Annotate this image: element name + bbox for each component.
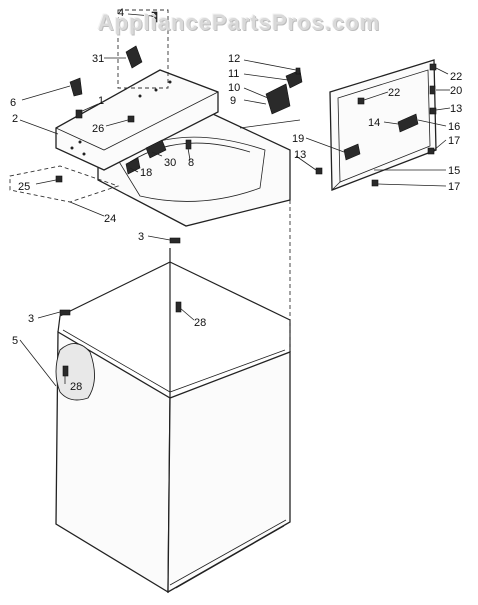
cabinet-back-top-edge bbox=[169, 261, 291, 352]
callout-labels: 4 31 6 1 2 26 25 18 30 8 24 12 11 10 9 2… bbox=[10, 7, 462, 393]
screw-part-20 bbox=[429, 85, 436, 95]
watermark: AppliancePartsPros.com bbox=[97, 10, 381, 35]
callout-30: 30 bbox=[164, 157, 176, 169]
clamp-part-30 bbox=[145, 139, 167, 159]
cabinet bbox=[55, 200, 291, 594]
screw-part-17b bbox=[371, 179, 379, 187]
screw-28-cutaway bbox=[62, 365, 69, 384]
cabinet-side-panel bbox=[167, 351, 291, 594]
callout-5: 5 bbox=[12, 335, 18, 347]
clip-part-3a bbox=[169, 237, 181, 244]
screw-part-8 bbox=[185, 139, 192, 150]
callout-22-right: 22 bbox=[450, 71, 462, 83]
screw-part-26 bbox=[127, 115, 135, 123]
callout-9: 9 bbox=[230, 95, 236, 107]
callout-28-cutaway: 28 bbox=[70, 381, 82, 393]
screw-part-1 bbox=[75, 109, 83, 119]
callout-4: 4 bbox=[118, 7, 124, 19]
screw-part-17a bbox=[427, 147, 435, 155]
callout-20: 20 bbox=[450, 85, 462, 97]
callout-3-top: 3 bbox=[138, 231, 144, 243]
callout-15: 15 bbox=[448, 165, 460, 177]
callout-13-left: 13 bbox=[294, 149, 306, 161]
screw-part-28 bbox=[175, 301, 182, 313]
callout-17-top: 17 bbox=[448, 135, 460, 147]
callout-6: 6 bbox=[10, 97, 16, 109]
screw-part-22b bbox=[429, 63, 437, 71]
callout-8: 8 bbox=[188, 157, 194, 169]
screw-part-13a bbox=[429, 107, 437, 115]
lid-panel bbox=[329, 59, 437, 191]
callout-12: 12 bbox=[228, 53, 240, 65]
callout-17-bottom: 17 bbox=[448, 181, 460, 193]
cutaway-view bbox=[55, 343, 95, 401]
leader-lines bbox=[19, 13, 451, 387]
screw-part-22a bbox=[357, 97, 365, 105]
hinge-part-14 bbox=[397, 113, 419, 133]
lid-inner-frame bbox=[337, 69, 431, 183]
callout-13-top: 13 bbox=[450, 103, 462, 115]
cabinet-toe-kick bbox=[169, 519, 287, 589]
callout-1: 1 bbox=[98, 95, 104, 107]
group-box-31 bbox=[117, 9, 169, 89]
lid bbox=[329, 59, 437, 191]
console-fold-line bbox=[55, 91, 219, 151]
callout-2: 2 bbox=[12, 113, 18, 125]
callout-11: 11 bbox=[228, 68, 239, 80]
small-parts bbox=[55, 11, 437, 316]
bracket-part-11 bbox=[285, 69, 303, 89]
hinge-part-19 bbox=[343, 143, 361, 161]
top-assembly bbox=[55, 69, 301, 227]
part-18 bbox=[125, 157, 141, 175]
hinge-rod bbox=[239, 119, 301, 129]
cabinet-back-left-edge bbox=[57, 248, 171, 333]
screw-part-13b bbox=[315, 167, 323, 175]
nut-part-25 bbox=[55, 175, 63, 183]
console-backsplash bbox=[55, 69, 219, 171]
callout-10: 10 bbox=[228, 82, 240, 94]
callout-24: 24 bbox=[104, 213, 116, 225]
screw-part-12 bbox=[295, 67, 301, 75]
callout-3-bottom: 3 bbox=[28, 313, 34, 325]
group-box-25 bbox=[9, 165, 120, 203]
switch-part-31 bbox=[125, 45, 143, 69]
screw-part-4 bbox=[151, 11, 158, 23]
cabinet-rim-inner bbox=[62, 329, 286, 393]
callout-31: 31 bbox=[92, 53, 104, 65]
callout-18: 18 bbox=[140, 167, 152, 179]
callout-14: 14 bbox=[368, 117, 380, 129]
callout-26: 26 bbox=[92, 123, 104, 135]
callout-16: 16 bbox=[448, 121, 460, 133]
clip-part-3b bbox=[59, 309, 71, 316]
tub-rim-line bbox=[129, 142, 251, 163]
callout-19: 19 bbox=[292, 133, 304, 145]
callout-25: 25 bbox=[18, 181, 30, 193]
bracket-part-6 bbox=[69, 77, 83, 97]
callout-22-left: 22 bbox=[388, 87, 400, 99]
callout-28-right: 28 bbox=[194, 317, 206, 329]
lid-switch-part-10 bbox=[265, 83, 291, 115]
